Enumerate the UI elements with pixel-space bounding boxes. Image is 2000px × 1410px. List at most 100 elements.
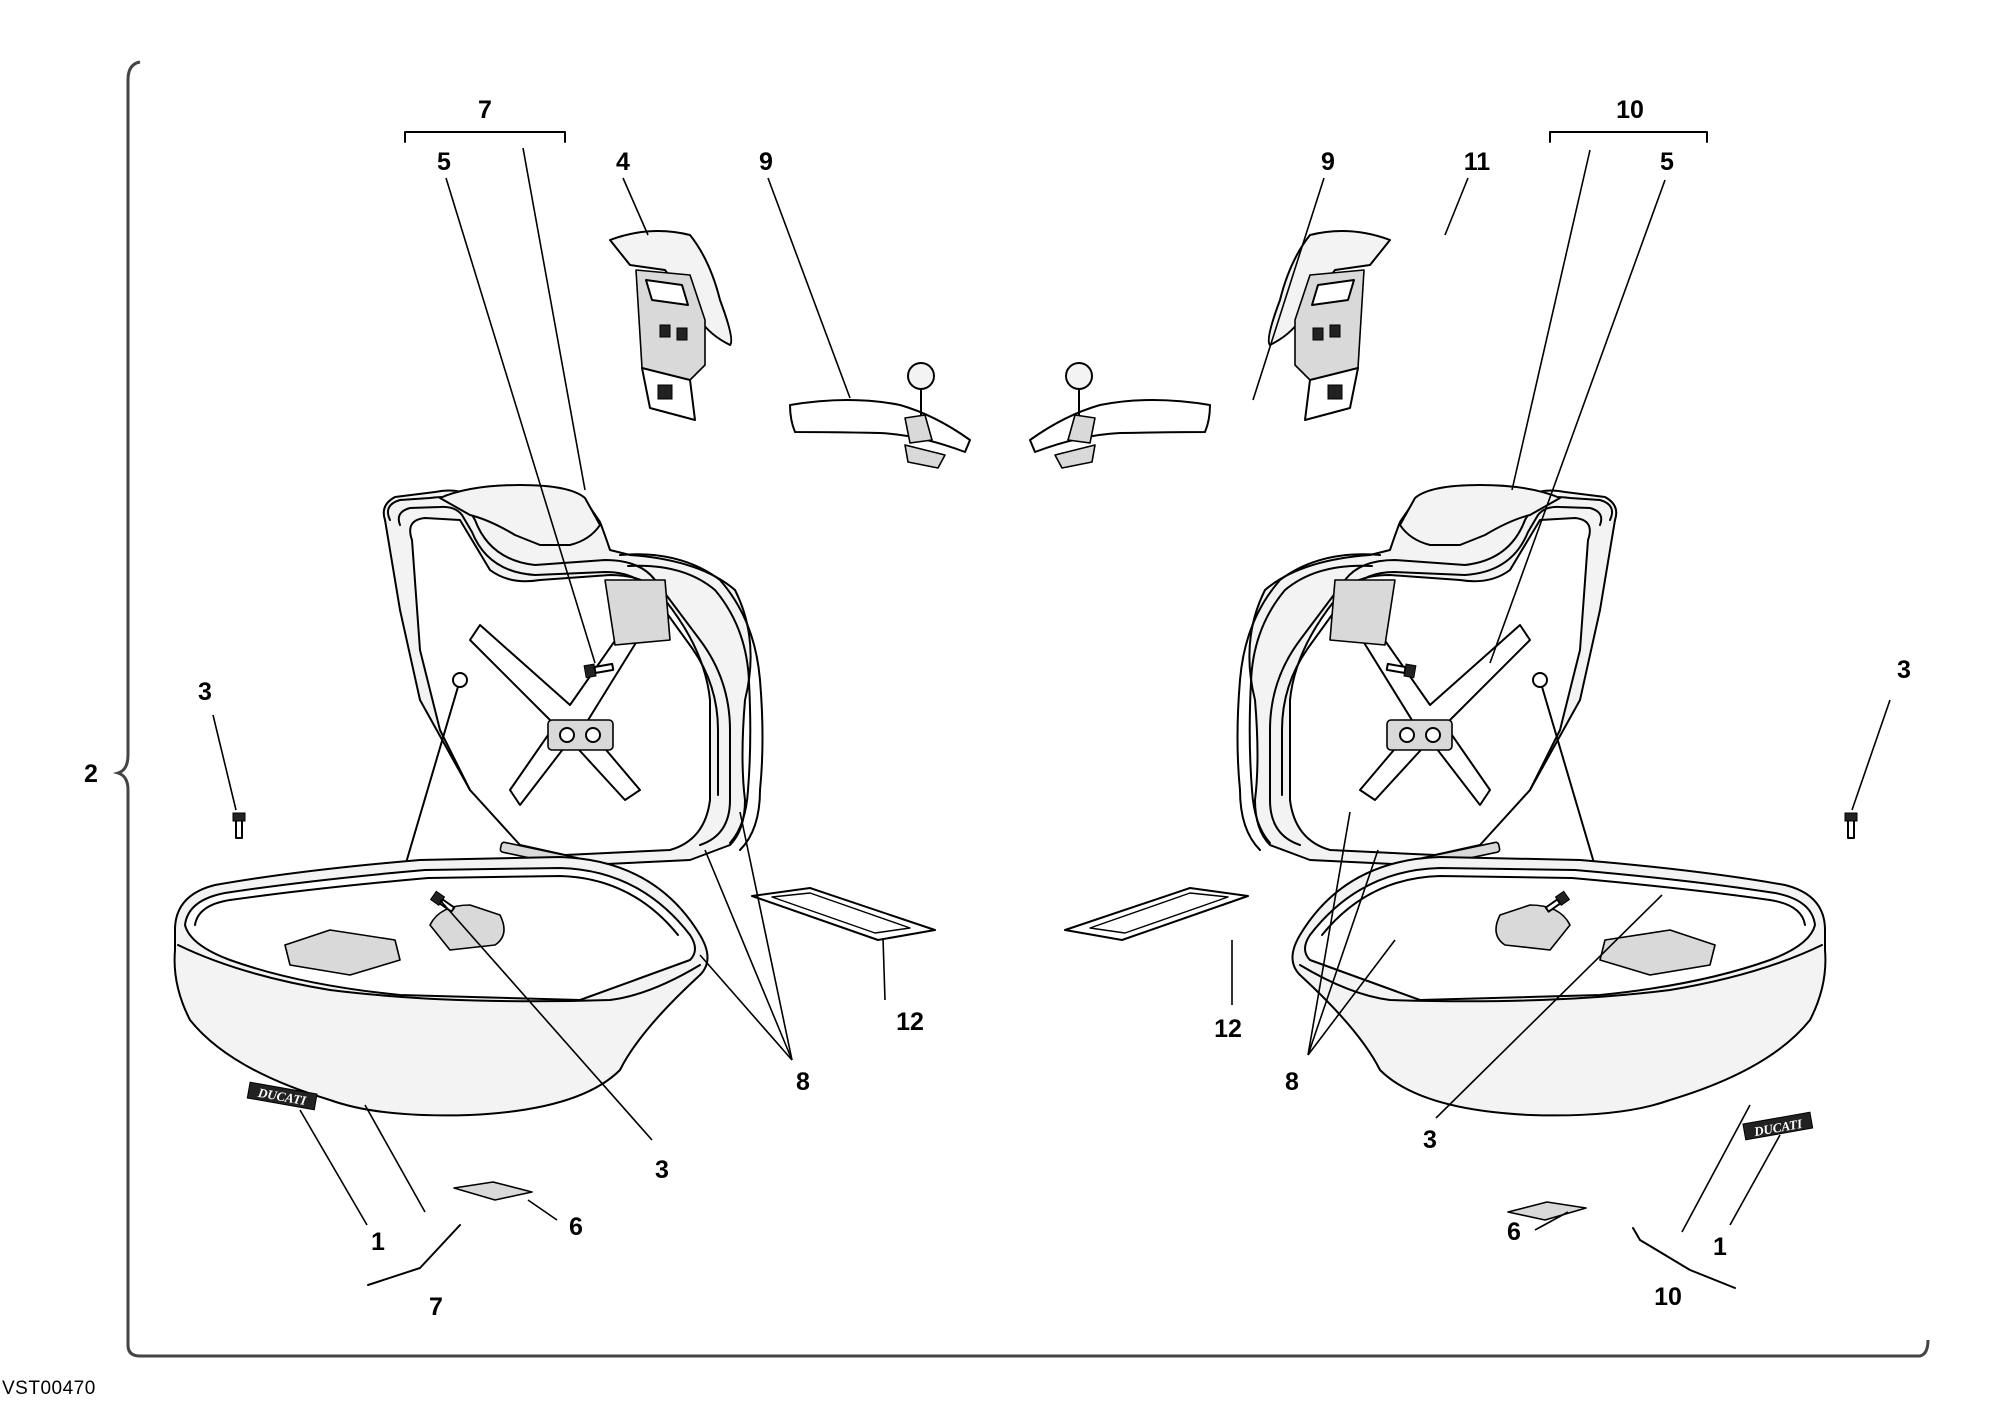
left-lid-lock-housing xyxy=(604,579,671,646)
right-base-seal xyxy=(1321,875,1806,936)
callout-left-4: 4 xyxy=(616,148,630,176)
callout-left-6: 6 xyxy=(569,1213,583,1241)
leader-right-8c xyxy=(1307,939,1396,1056)
left-lid-strap xyxy=(469,611,651,806)
left-group-7-bottom-bracket xyxy=(367,1224,461,1286)
leader-right-5 xyxy=(1489,179,1666,664)
callout-left-5: 5 xyxy=(437,148,451,176)
right-base-lip xyxy=(1299,944,1823,1003)
right-latch-11 xyxy=(1267,230,1391,421)
assembly-frame xyxy=(112,60,1930,1358)
right-strap-hole-b xyxy=(1399,727,1415,743)
callout-right-5: 5 xyxy=(1660,148,1674,176)
callout-left-8: 8 xyxy=(796,1068,810,1096)
left-lid-seal-inner xyxy=(397,505,719,796)
left-support-rod xyxy=(397,679,461,891)
right-pannier-assembly xyxy=(1029,230,1858,1221)
left-strap-hole-a xyxy=(559,727,575,743)
leader-right-6 xyxy=(1534,1211,1569,1231)
left-pad-12 xyxy=(751,887,936,941)
right-ducati-logo-text: DUCATI xyxy=(1752,1116,1804,1140)
leader-right-10-top xyxy=(1511,149,1591,491)
leader-left-4 xyxy=(622,177,649,236)
left-group-7-top-bracket xyxy=(404,131,566,143)
callout-right-9: 9 xyxy=(1321,148,1335,176)
leader-left-1 xyxy=(299,1109,368,1226)
leader-right-3-bottom xyxy=(1435,894,1663,1119)
right-pad-12-inner xyxy=(1089,892,1229,934)
left-latch-4 xyxy=(609,230,733,421)
left-lid-top-bump xyxy=(439,484,601,546)
callout-left-3-screw: 3 xyxy=(198,678,212,706)
right-rod-pivot-top xyxy=(1532,672,1548,688)
right-group-10-bottom-bracket xyxy=(1632,1227,1736,1289)
left-base-lip xyxy=(177,944,701,1003)
left-base-bump xyxy=(429,904,505,951)
drawing-id: VST00470 xyxy=(2,1378,96,1399)
left-rod-pivot-top xyxy=(452,672,468,688)
right-base-bump xyxy=(1495,904,1571,951)
leader-left-3-bottom xyxy=(439,899,653,1141)
right-lid-seal-inner xyxy=(1281,505,1603,796)
left-strap-hole-b xyxy=(585,727,601,743)
right-lid-strap xyxy=(1349,611,1531,806)
right-lid-seal-4 xyxy=(1248,564,1373,844)
left-screw-3-top xyxy=(232,812,246,839)
right-lid-seal-3 xyxy=(1236,553,1381,851)
right-screw-3-lower xyxy=(1544,890,1571,913)
leader-left-8c xyxy=(699,954,793,1061)
left-screw-5 xyxy=(583,662,615,679)
right-group-10-top-bracket xyxy=(1549,131,1708,143)
callout-right-group-10-top: 10 xyxy=(1616,96,1644,124)
right-lid-seal-outer xyxy=(1269,496,1613,846)
right-reflector-6 xyxy=(1507,1201,1587,1221)
callout-right-11: 11 xyxy=(1464,148,1491,176)
callout-right-6: 6 xyxy=(1507,1218,1521,1246)
callout-left-9: 9 xyxy=(759,148,773,176)
callout-left-12: 12 xyxy=(896,1008,924,1036)
leader-right-8b xyxy=(1307,811,1351,1056)
left-pannier-assembly: DUCATI xyxy=(173,230,971,1201)
callout-left-3-bottom: 3 xyxy=(655,1156,669,1184)
leader-right-3-screw xyxy=(1851,699,1891,811)
leader-left-8a xyxy=(704,849,793,1061)
right-lid-top-bump xyxy=(1399,484,1561,546)
leader-left-9 xyxy=(767,177,851,399)
leader-left-8b xyxy=(739,811,793,1061)
right-pad-12 xyxy=(1064,887,1249,941)
leader-left-12 xyxy=(882,937,886,1001)
callout-right-8: 8 xyxy=(1285,1068,1299,1096)
leader-right-10-bottom xyxy=(1681,1104,1751,1233)
right-lid-lock-housing xyxy=(1329,579,1396,646)
callout-left-1: 1 xyxy=(371,1228,385,1256)
right-base-handle-recess xyxy=(1599,929,1716,976)
right-ducati-logo xyxy=(1742,1111,1814,1141)
right-strap-hole-a xyxy=(1425,727,1441,743)
left-lid-seal-3 xyxy=(619,553,764,851)
callout-right-3-screw: 3 xyxy=(1897,656,1911,684)
leader-right-8a xyxy=(1307,849,1379,1056)
right-lock-plate-9 xyxy=(1029,362,1211,469)
right-strap-buckle xyxy=(1386,719,1453,751)
callout-right-3-bottom: 3 xyxy=(1423,1126,1437,1154)
leader-right-1 xyxy=(1729,1134,1781,1226)
leader-left-5 xyxy=(445,177,596,664)
left-base-seal xyxy=(194,875,679,936)
callout-left-group-7-top: 7 xyxy=(478,96,492,124)
left-pad-12-inner xyxy=(771,892,911,934)
leader-left-7-bottom xyxy=(364,1104,426,1213)
left-base-handle-recess xyxy=(284,929,401,976)
left-strap-buckle xyxy=(547,719,614,751)
leader-left-6 xyxy=(527,1199,558,1221)
callout-right-1: 1 xyxy=(1713,1233,1727,1261)
callout-assembly-2: 2 xyxy=(84,760,98,788)
right-screw-3-top xyxy=(1844,812,1858,839)
svg-text:DUCATI: DUCATI xyxy=(1752,1116,1804,1140)
left-reflector-6 xyxy=(453,1181,533,1201)
left-lock-plate-9 xyxy=(789,362,971,469)
leader-right-9 xyxy=(1252,177,1325,401)
left-lid-seal-4 xyxy=(627,564,752,844)
leader-left-7-top xyxy=(522,147,586,491)
left-lid-seal-outer xyxy=(387,496,731,846)
